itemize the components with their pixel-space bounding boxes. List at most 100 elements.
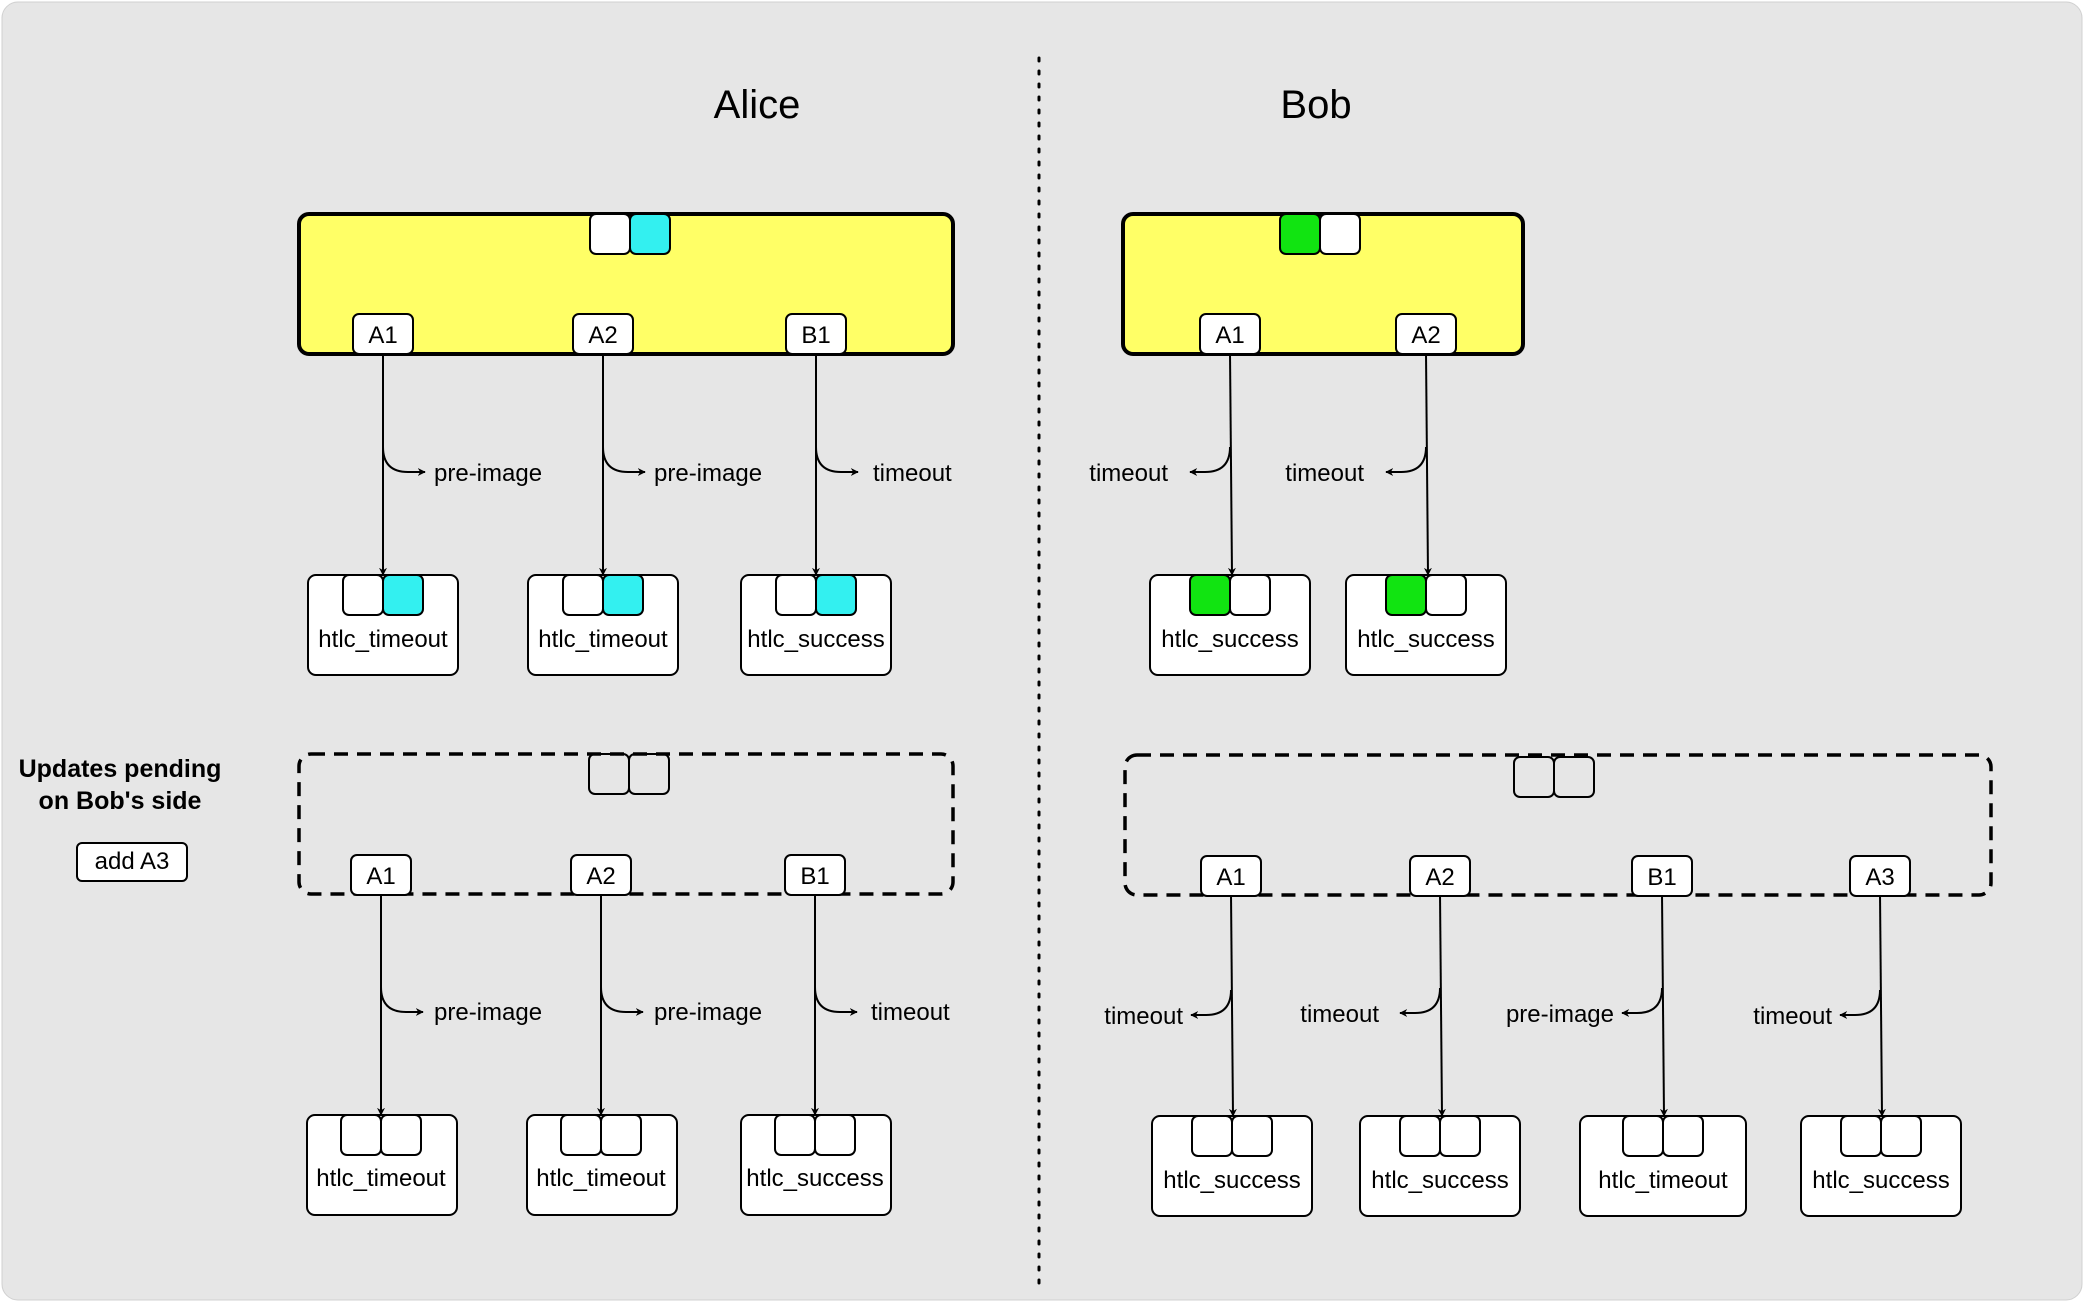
bob-pending-a1-htlc-sig-2: [1231, 1115, 1273, 1157]
alice-a1-path-label: pre-image: [434, 460, 542, 487]
alice-pending-b1-htlc-sig-1: [774, 1114, 816, 1156]
bob-pending-a3-path-label: timeout: [1753, 1003, 1832, 1030]
bob-commitment-tx: timeout A1 htlc_success timeout A2 htlc_…: [1089, 212, 1525, 676]
alice-a1-branch-arrow: [382, 446, 426, 476]
alice-pending-a1-branch-arrow: [380, 986, 424, 1016]
bob-pending-b1-output: [1631, 855, 1693, 897]
alice-b1-htlc-label: htlc_success: [747, 626, 884, 653]
alice-commitment-sig-slot-2: [629, 213, 671, 255]
alice-pending-b1-htlc-sig-2: [814, 1114, 856, 1156]
alice-a2-htlc-sig-1: [562, 574, 604, 616]
alice-pending-a2-htlc-label: htlc_timeout: [536, 1165, 666, 1192]
alice-a2-label: A2: [588, 322, 617, 349]
alice-b1-label: B1: [801, 322, 830, 349]
alice-a1-output: [352, 313, 414, 355]
bob-pending-b1-arrow: [1659, 893, 1668, 1117]
alice-pending-a1-output: [350, 854, 412, 896]
bob-pending-a1-label: A1: [1216, 864, 1245, 891]
bob-pending-a2-output: [1409, 855, 1471, 897]
alice-b1-branch-arrow: [815, 446, 859, 476]
bob-commitment-sig-slot-1: [1279, 213, 1321, 255]
alice-pending-sig-slot-2: [628, 753, 670, 795]
alice-pending-a1-htlc-label: htlc_timeout: [316, 1165, 446, 1192]
add-a3-label: add A3: [95, 848, 170, 875]
alice-pending-a2-htlc-sig-2: [600, 1114, 642, 1156]
bob-a2-path-label: timeout: [1285, 460, 1364, 487]
alice-pending-a2-output: [570, 854, 632, 896]
pending-updates-note: Updates pending on Bob's side add A3: [19, 755, 222, 882]
alice-pending-b1-path-label: timeout: [871, 999, 950, 1026]
bob-heading: Bob: [1280, 83, 1351, 127]
bob-pending-a3-htlc-sig-2: [1880, 1115, 1922, 1157]
alice-b1-output: [785, 313, 847, 355]
alice-a1-label: A1: [368, 322, 397, 349]
bob-a1-htlc-sig-2: [1229, 574, 1271, 616]
bob-pending-box: [1123, 753, 1993, 897]
bob-pending-a1-arrow: [1228, 893, 1237, 1117]
bob-pending-a3-output: [1849, 855, 1911, 897]
alice-pending-b1-label: B1: [800, 863, 829, 890]
alice-a2-branch-arrow: [602, 446, 646, 476]
bob-pending-a2-arrow: [1437, 893, 1446, 1117]
alice-a2-htlc-sig-2: [602, 574, 644, 616]
alice-pending-b1-htlc-label: htlc_success: [746, 1165, 883, 1192]
bob-pending-a2-htlc-label: htlc_success: [1371, 1167, 1508, 1194]
bob-a1-label: A1: [1215, 322, 1244, 349]
bob-a1-output: [1199, 313, 1261, 355]
bob-pending-a2-branch-arrow: [1399, 987, 1441, 1017]
bob-pending-b1-htlc-sig-1: [1622, 1115, 1664, 1157]
bob-pending-a3-arrow: [1877, 893, 1886, 1117]
bob-a1-path-label: timeout: [1089, 460, 1168, 487]
alice-pending-b1-branch-arrow: [814, 986, 858, 1016]
alice-a1-htlc-label: htlc_timeout: [318, 626, 448, 653]
alice-pending-a1-label: A1: [366, 863, 395, 890]
bob-a2-arrow: [1423, 352, 1432, 576]
bob-pending-a3-htlc-label: htlc_success: [1812, 1167, 1949, 1194]
bob-pending-a2-htlc-sig-1: [1399, 1115, 1441, 1157]
bob-pending-a3-branch-arrow: [1839, 989, 1881, 1019]
bob-a2-branch-arrow: [1385, 446, 1427, 476]
alice-pending-a2-branch-arrow: [600, 986, 644, 1016]
bob-a1-htlc-sig-1: [1189, 574, 1231, 616]
alice-commitment-tx: pre-image A1 htlc_timeout pre-image A2 h…: [297, 212, 955, 676]
alice-pending-commitment: pre-image A1 htlc_timeout pre-image A2 h…: [297, 752, 955, 1216]
bob-a2-htlc-label: htlc_success: [1357, 626, 1494, 653]
bob-pending-b1-htlc-sig-2: [1662, 1115, 1704, 1157]
alice-pending-a1-path-label: pre-image: [434, 999, 542, 1026]
bob-pending-b1-htlc-label: htlc_timeout: [1598, 1167, 1728, 1194]
bob-a2-htlc-sig-1: [1385, 574, 1427, 616]
bob-a2-htlc-sig-2: [1425, 574, 1467, 616]
alice-heading: Alice: [714, 83, 801, 127]
bob-pending-sig-slot-2: [1553, 756, 1595, 798]
bob-pending-a2-label: A2: [1425, 864, 1454, 891]
bob-pending-commitment: timeout A1 htlc_success timeout A2 htlc_…: [1104, 753, 1993, 1217]
alice-b1-path-label: timeout: [873, 460, 952, 487]
bob-pending-b1-label: B1: [1647, 864, 1676, 891]
bob-pending-a2-htlc-sig-2: [1439, 1115, 1481, 1157]
bob-a1-htlc-label: htlc_success: [1161, 626, 1298, 653]
bob-a2-label: A2: [1411, 322, 1440, 349]
bob-pending-a1-htlc-sig-1: [1191, 1115, 1233, 1157]
bob-pending-a3-label: A3: [1865, 864, 1894, 891]
alice-b1-htlc-sig-1: [775, 574, 817, 616]
alice-a2-htlc-label: htlc_timeout: [538, 626, 668, 653]
alice-pending-a1-htlc-sig-1: [340, 1114, 382, 1156]
pending-note-line1: Updates pending: [19, 755, 222, 783]
bob-pending-b1-htlc-tx: [1579, 1115, 1747, 1217]
bob-a1-branch-arrow: [1189, 446, 1231, 476]
alice-pending-a1-htlc-sig-2: [380, 1114, 422, 1156]
add-a3-box: [76, 842, 188, 882]
alice-b1-htlc-sig-2: [815, 574, 857, 616]
alice-a1-htlc-sig-1: [342, 574, 384, 616]
bob-a1-arrow: [1227, 352, 1236, 576]
bob-pending-a2-path-label: timeout: [1300, 1001, 1379, 1028]
bob-pending-a3-htlc-sig-1: [1840, 1115, 1882, 1157]
pending-note-line2: on Bob's side: [39, 787, 202, 815]
bob-pending-a1-htlc-label: htlc_success: [1163, 1167, 1300, 1194]
alice-a1-htlc-sig-2: [382, 574, 424, 616]
alice-pending-a2-label: A2: [586, 863, 615, 890]
bob-pending-b1-branch-arrow: [1621, 987, 1663, 1017]
bob-a2-output: [1395, 313, 1457, 355]
bob-commitment-sig-slot-2: [1319, 213, 1361, 255]
